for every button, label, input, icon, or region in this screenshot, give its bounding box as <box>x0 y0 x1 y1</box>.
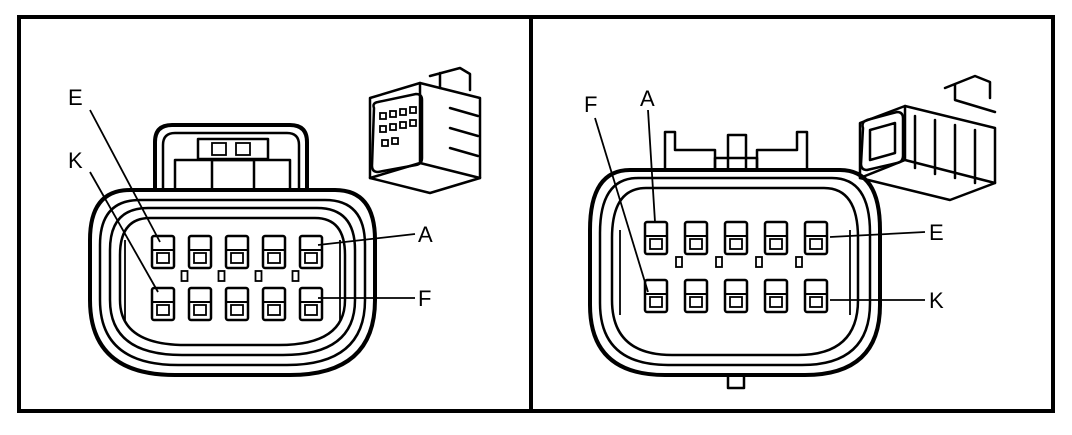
left-cavity-top-3 <box>224 234 250 270</box>
left-key-tab-2 <box>217 270 226 282</box>
left-label-k: K <box>68 148 83 173</box>
left-cavity-bottom-2 <box>187 286 213 322</box>
right-cavity-bottom-3 <box>723 278 749 314</box>
left-leader-lines <box>89 109 416 299</box>
right-key-tab-2 <box>715 256 723 268</box>
right-cavity-top-5 <box>803 220 829 256</box>
right-cavity-top-4 <box>763 220 789 256</box>
outer-frame <box>17 15 1055 413</box>
cavity-row-top-right <box>643 220 829 314</box>
right-label-f: F <box>584 92 597 117</box>
right-connector-face <box>588 130 882 390</box>
right-cavity-bottom-4 <box>763 278 789 314</box>
right-connector-thumbnail <box>858 74 997 202</box>
left-cavity-bottom-4 <box>261 286 287 322</box>
left-cavity-bottom-1 <box>150 286 176 322</box>
cavity-row-top <box>150 234 324 322</box>
left-cavity-top-4 <box>261 234 287 270</box>
right-key-tab-4 <box>795 256 803 268</box>
right-key-tab-3 <box>755 256 763 268</box>
left-connector-thumbnail <box>368 66 482 195</box>
left-label-e: E <box>68 85 83 110</box>
right-label-a: A <box>640 86 655 111</box>
left-cavity-top-1 <box>150 234 176 270</box>
right-cavity-top-1 <box>643 220 669 256</box>
left-cavity-bottom-3 <box>224 286 250 322</box>
left-cavity-top-2 <box>187 234 213 270</box>
right-panel: F A E K <box>584 74 997 390</box>
left-key-tab-1 <box>180 270 189 282</box>
right-key-tab-1 <box>675 256 683 268</box>
left-panel: E K A F <box>68 66 482 377</box>
right-cavity-top-3 <box>723 220 749 256</box>
right-cavity-grid <box>643 220 829 314</box>
left-key-tab-4 <box>291 270 300 282</box>
right-cavity-bottom-5 <box>803 278 829 314</box>
right-leader-lines <box>594 109 926 301</box>
right-cavity-top-2 <box>683 220 709 256</box>
left-label-a: A <box>418 222 433 247</box>
left-label-f: F <box>418 286 431 311</box>
right-cavity-bottom-2 <box>683 278 709 314</box>
left-key-tab-3 <box>254 270 263 282</box>
right-label-e: E <box>929 220 944 245</box>
left-cavity-top-5 <box>298 234 324 270</box>
right-label-k: K <box>929 288 944 313</box>
right-cavity-bottom-1 <box>643 278 669 314</box>
left-cavity-bottom-5 <box>298 286 324 322</box>
left-cavity-grid <box>150 234 324 322</box>
